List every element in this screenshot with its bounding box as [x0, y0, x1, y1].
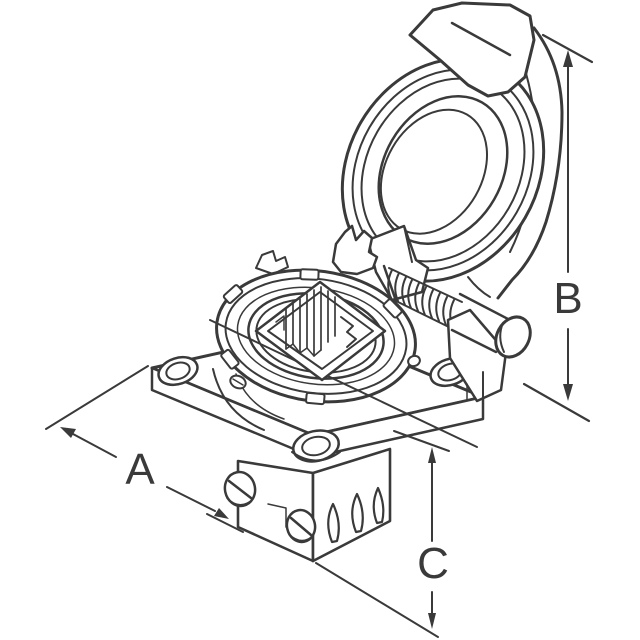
- rear-housing: [223, 447, 392, 563]
- flange-screw-hole-bottom: [291, 429, 341, 463]
- dimension-b-label: B: [553, 274, 582, 323]
- arrowhead: [214, 508, 229, 519]
- rj45-socket: [254, 280, 387, 382]
- dimension-a: A: [45, 365, 244, 533]
- arrowhead: [60, 427, 76, 438]
- flip-cap: [340, 1, 564, 302]
- arrowhead: [563, 384, 573, 401]
- arrowhead: [428, 447, 436, 463]
- arrowhead: [563, 50, 573, 67]
- bayonet-lug: [220, 268, 403, 406]
- housing-vents: [327, 486, 385, 544]
- hidden-edge-line: [209, 319, 478, 448]
- hinge-pin: [450, 292, 532, 359]
- cap-hinge-prongs: [331, 224, 379, 276]
- dimension-c: C: [315, 430, 450, 638]
- rj45-contacts: [275, 286, 357, 357]
- dimension-b: B: [522, 33, 594, 423]
- dimension-a-label: A: [125, 445, 155, 494]
- flange-screw-hole-left: [157, 355, 199, 387]
- ring-set-screw: [229, 354, 421, 390]
- housing-screw: [285, 508, 317, 544]
- dimension-c-label: C: [417, 539, 449, 588]
- arrowhead: [428, 613, 436, 629]
- housing-screw: [223, 470, 257, 508]
- hinge-bracket: [446, 308, 508, 406]
- cap-pull-tab: [408, 1, 536, 98]
